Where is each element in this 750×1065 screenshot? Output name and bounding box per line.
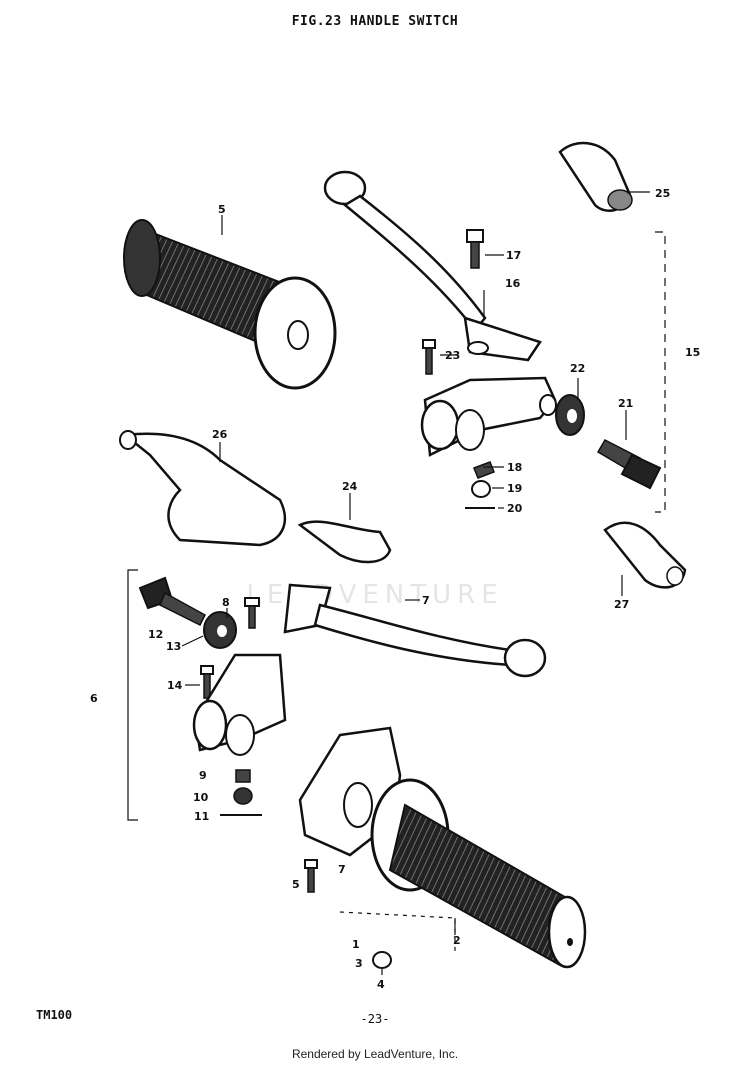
callout-13: 13	[166, 640, 181, 653]
callout-11: 11	[194, 810, 209, 823]
lever-holder-upper	[420, 376, 557, 457]
callout-27: 27	[614, 598, 629, 611]
grip-left-part-5	[123, 219, 337, 390]
adjuster-part-21	[596, 439, 662, 490]
lever-upper-part-16	[323, 170, 542, 362]
callout-6: 6	[90, 692, 98, 705]
page-number: -23-	[360, 1012, 390, 1026]
callout-4: 4	[377, 978, 385, 991]
screw-part-23	[422, 339, 436, 375]
washer-part-22	[555, 394, 585, 436]
leader-lines	[127, 191, 666, 975]
callout-1: 1	[352, 938, 360, 951]
model-code: TM100	[36, 1008, 73, 1022]
callout-8: 8	[222, 596, 230, 609]
callout-5b: 5	[292, 878, 300, 891]
screw-part-14	[200, 665, 214, 699]
callout-18: 18	[507, 461, 522, 474]
grip-right-part-2	[370, 778, 587, 969]
callout-12: 12	[148, 628, 163, 641]
nut-part-19	[471, 480, 491, 498]
spring-part-18	[473, 461, 495, 479]
callout-23: 23	[445, 349, 460, 362]
callout-26: 26	[212, 428, 228, 441]
callout-22: 22	[570, 362, 585, 375]
cap-part-25	[558, 141, 633, 212]
render-credit: Rendered by LeadVenture, Inc.	[291, 1047, 459, 1061]
callout-7: 7	[422, 594, 430, 607]
bolt-part-17	[466, 229, 484, 269]
lever-holder-lower	[192, 653, 287, 756]
callout-10: 10	[193, 791, 209, 804]
callout-5: 5	[218, 203, 226, 216]
callout-21: 21	[618, 397, 633, 410]
screw-part-5-lower	[304, 859, 318, 893]
washer-part-13	[203, 611, 237, 649]
callout-15: 15	[685, 346, 700, 359]
callout-25: 25	[655, 187, 670, 200]
cover-part-26	[119, 430, 287, 547]
callout-24: 24	[342, 480, 358, 493]
callout-3: 3	[355, 957, 363, 970]
callout-2: 2	[453, 934, 461, 947]
callout-19: 19	[507, 482, 522, 495]
callout-17: 17	[506, 249, 521, 262]
callout-9: 9	[199, 769, 207, 782]
screw-part-8	[244, 597, 260, 629]
callout-14: 14	[167, 679, 183, 692]
boot-part-24	[297, 520, 392, 564]
lever-lower-part-7	[283, 583, 547, 678]
figure-title: FIG.23 HANDLE SWITCH	[291, 14, 459, 29]
nut-part-9	[235, 769, 251, 783]
cap-part-27	[603, 521, 687, 589]
nut-part-10	[233, 787, 253, 805]
callout-7b: 7	[338, 863, 346, 876]
nut-part-4	[372, 951, 392, 969]
callout-16: 16	[505, 277, 521, 290]
adjuster-part-12	[138, 576, 206, 627]
callout-20: 20	[507, 502, 523, 515]
